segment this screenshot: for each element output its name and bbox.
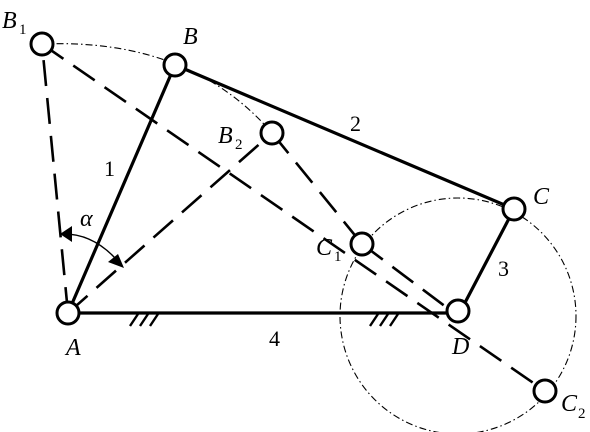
label-c: C <box>533 184 550 210</box>
c-path-circle <box>339 197 577 432</box>
alpha-arrow-right <box>108 254 124 268</box>
link-ab2-dashed <box>67 132 273 314</box>
joint-b2 <box>259 120 285 146</box>
label-c1-sub: 1 <box>334 249 342 265</box>
label-c2-sub: 2 <box>578 406 586 422</box>
link-b1c2-dashed <box>41 42 546 393</box>
link-ab1-dashed <box>40 43 70 314</box>
link-2-coupler <box>173 63 516 211</box>
label-link-3: 3 <box>498 256 509 281</box>
joint-b <box>162 52 188 78</box>
label-link-1: 1 <box>104 156 115 181</box>
label-a: A <box>64 335 81 361</box>
ground-hatch-left <box>129 313 159 327</box>
joint-b1 <box>29 31 55 57</box>
label-c1: C <box>316 235 333 261</box>
alpha-arrow-left <box>60 226 72 242</box>
label-b2-sub: 2 <box>235 137 243 153</box>
label-b2: B <box>218 123 233 149</box>
label-d: D <box>451 334 469 360</box>
label-b1: B <box>2 8 17 34</box>
joint-c <box>501 196 527 222</box>
label-c2: C <box>561 391 578 417</box>
joint-a <box>55 300 81 326</box>
ground-hatch-right <box>369 313 399 327</box>
link-1-crank <box>66 63 177 315</box>
joint-c1 <box>349 231 375 257</box>
joint-c2 <box>532 378 558 404</box>
label-link-4: 4 <box>269 326 280 351</box>
link-3-rocker <box>456 207 516 318</box>
label-alpha: α <box>80 206 93 232</box>
label-link-2: 2 <box>350 111 361 136</box>
label-b: B <box>183 24 198 50</box>
link-c1d-dashed <box>361 242 459 318</box>
b-path-arc <box>41 43 273 134</box>
link-b2c1-dashed <box>270 132 364 245</box>
label-b1-sub: 1 <box>19 22 27 38</box>
joint-d <box>445 298 471 324</box>
